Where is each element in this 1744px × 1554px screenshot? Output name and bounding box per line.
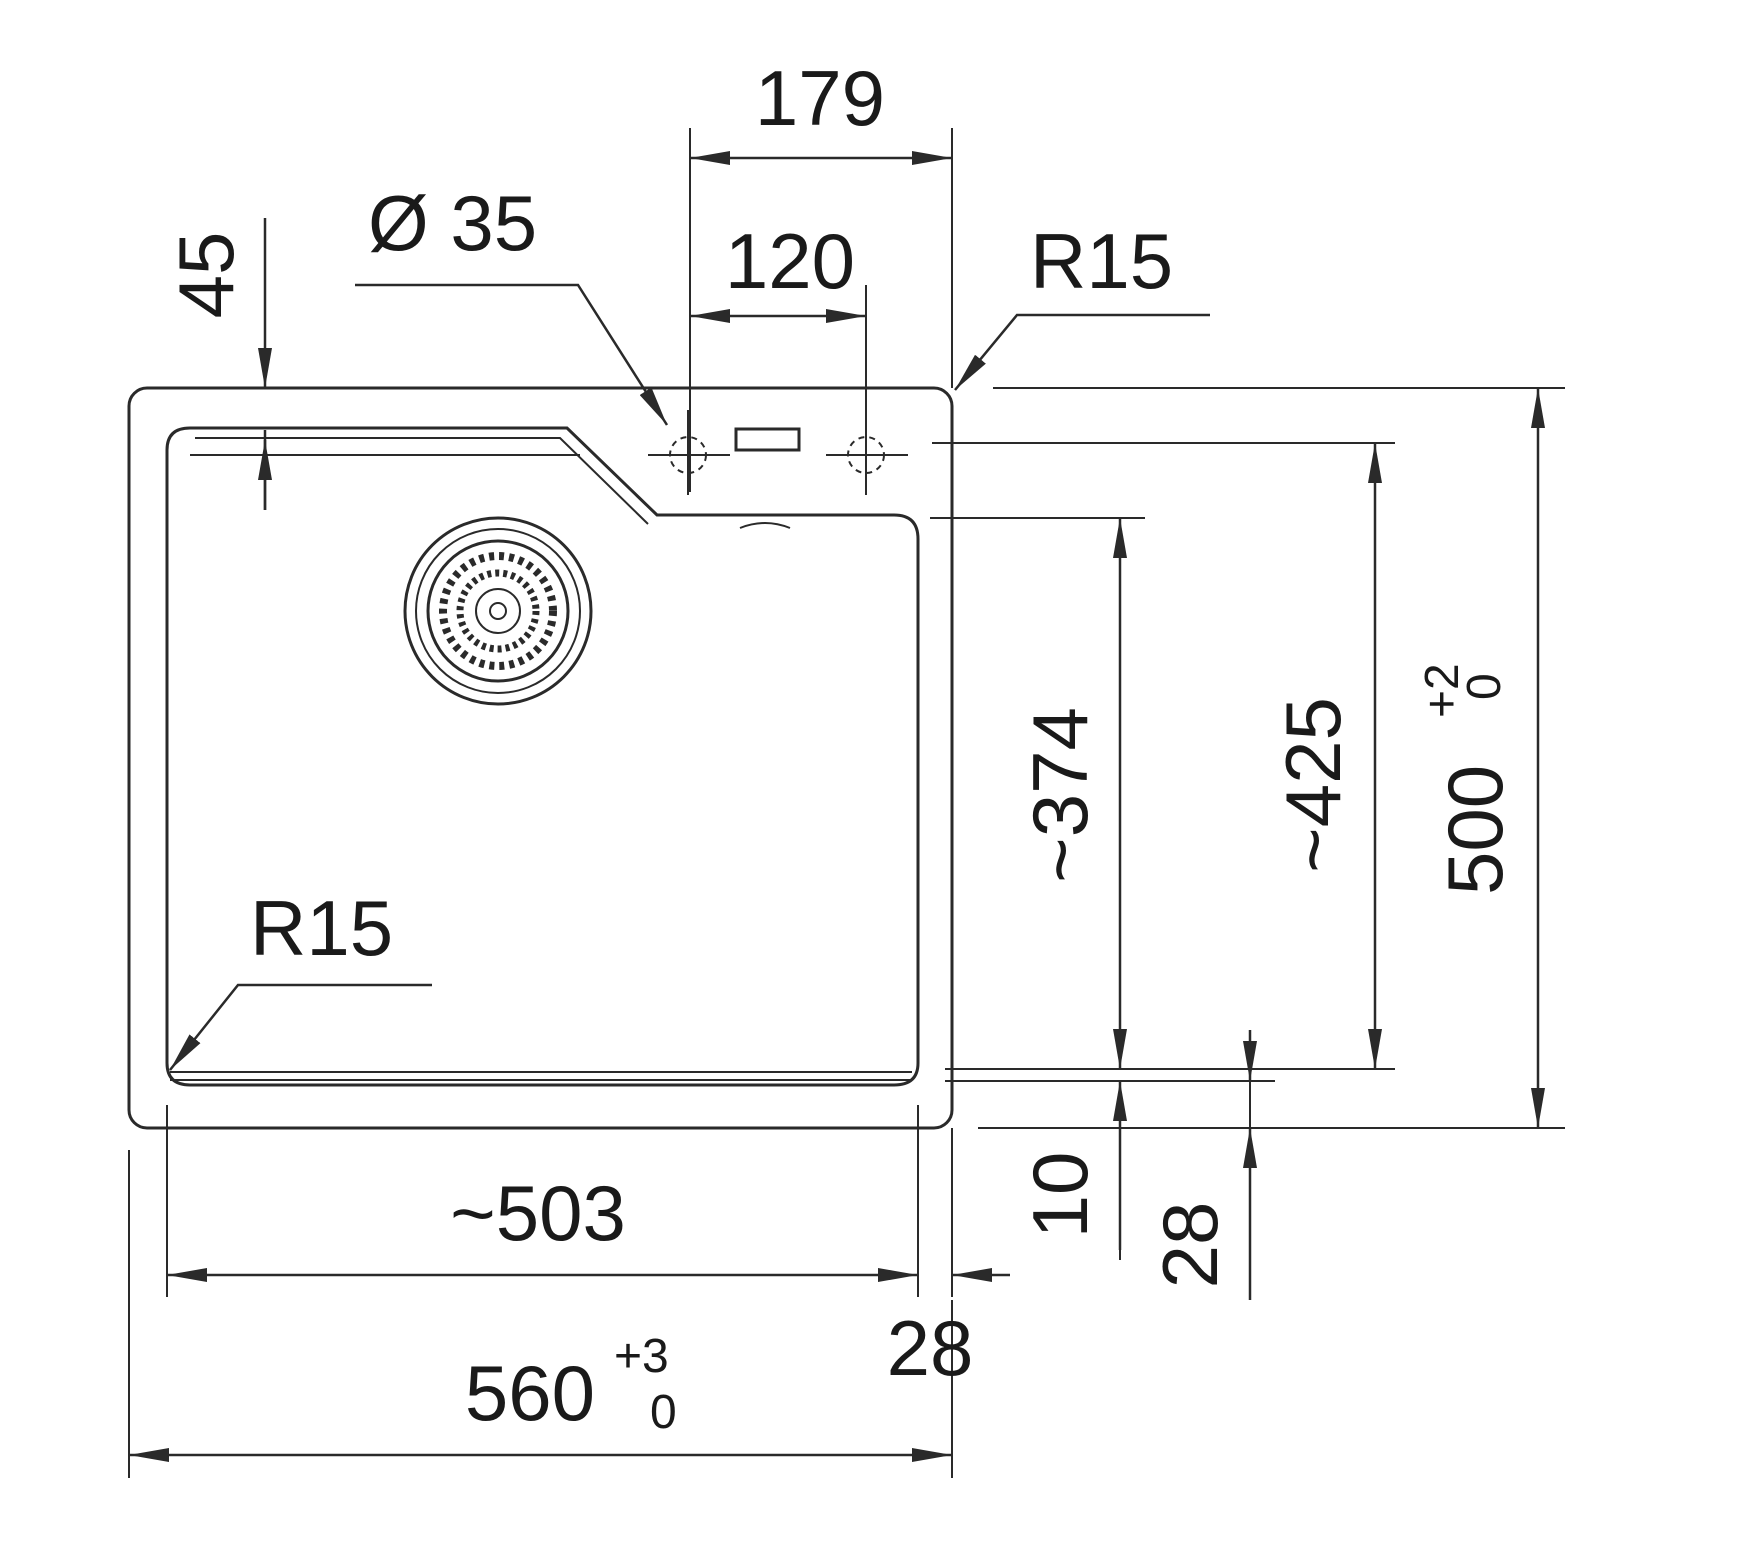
label-overall-depth-value: 500 (1431, 765, 1519, 895)
sink-outer-rim (127, 386, 954, 1130)
label-tap-spacing: 120 (725, 217, 855, 305)
label-overall-depth-tol-upper: +2 (1416, 663, 1469, 718)
label-overall-width: 560 (465, 1349, 595, 1437)
label-bowl-width: ~503 (450, 1169, 626, 1257)
label-bowl-depth: ~374 (1016, 707, 1104, 883)
leader-tap-hole (355, 283, 669, 426)
leader-lines (169, 283, 1210, 1071)
label-radius-inner: R15 (250, 884, 393, 972)
dimension-lines (129, 151, 1545, 1462)
label-overall-depth: 500 (1431, 765, 1519, 895)
label-overall-depth-tol-lower: 0 (1458, 673, 1511, 700)
overflow-slot-icon (734, 427, 801, 452)
sink-bowl-edge (165, 426, 920, 1087)
label-radius-outer: R15 (1030, 217, 1173, 305)
label-top-width: 179 (755, 54, 885, 142)
label-overall-width-tol-upper: +3 (614, 1330, 669, 1383)
leader-radius-outer (954, 313, 1210, 391)
sink-outline (127, 386, 954, 1130)
overflow-slot-icon (739, 522, 791, 529)
leader-radius-inner (169, 983, 432, 1071)
label-bowl-inner: ~425 (1269, 697, 1357, 873)
drain-strainer-icon (403, 516, 593, 706)
label-ledge-depth: 45 (162, 232, 250, 319)
label-tap-hole: Ø 35 (368, 179, 537, 267)
label-bottom-gap: 10 (1016, 1152, 1104, 1239)
extension-lines (128, 128, 1565, 1478)
label-bottom-rim: 28 (1146, 1202, 1234, 1289)
dimension-labels: 179 120 Ø 35 R15 R15 45 ~374 ~425 500 +2… (162, 54, 1519, 1439)
label-right-rim: 28 (887, 1304, 974, 1392)
sink-bowl-inner-edge (170, 437, 912, 1073)
label-overall-width-tol-lower: 0 (650, 1386, 677, 1439)
